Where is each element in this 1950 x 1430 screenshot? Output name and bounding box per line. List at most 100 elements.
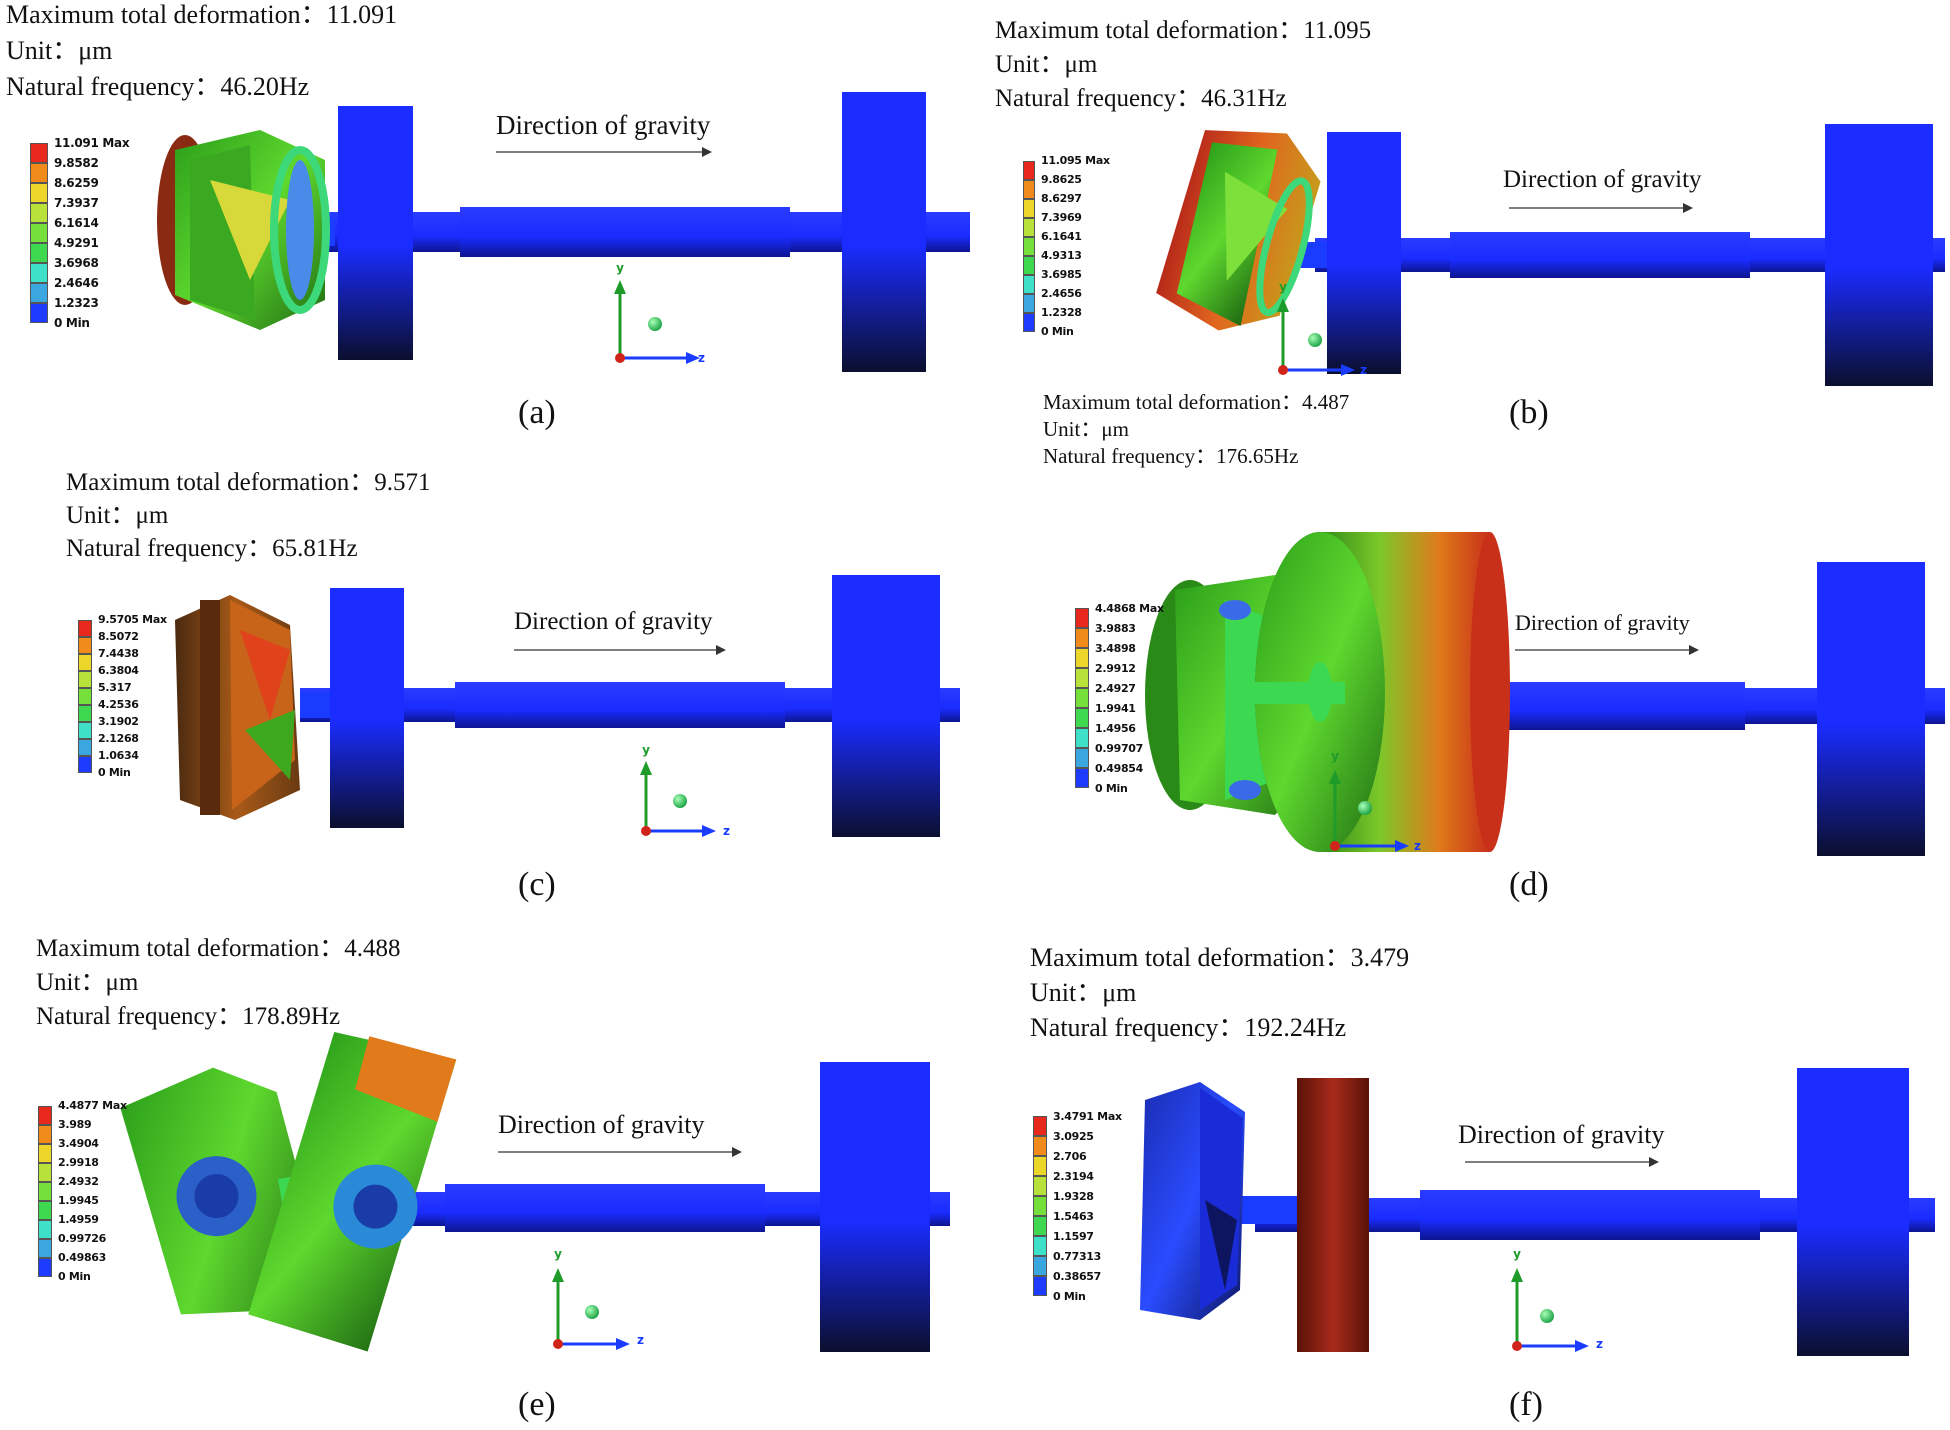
rotor-model-d xyxy=(1145,532,1945,856)
unit: Unit：μm xyxy=(66,502,169,529)
legend-row: 9.8625 xyxy=(1023,173,1110,199)
legend-label: 3.0925 xyxy=(1053,1129,1094,1143)
legend-row: 9.5705 Max xyxy=(78,613,167,637)
legend-label: 0.49854 xyxy=(1095,761,1144,775)
gravity-label: Direction of gravity xyxy=(498,1110,705,1139)
legend-swatch xyxy=(1023,256,1035,275)
shaft-sleeve xyxy=(455,682,785,728)
legend-label: 1.1597 xyxy=(1053,1229,1094,1243)
legend-label: 3.4791 Max xyxy=(1053,1109,1122,1123)
legend-row: 6.3804 xyxy=(78,664,167,688)
natural-frequency: Natural frequency：46.20Hz xyxy=(6,72,310,101)
gravity-arrow xyxy=(1515,645,1699,655)
panel-c: Maximum total deformation：9.571 Unit：μm … xyxy=(0,460,975,936)
panel-e: Maximum total deformation：4.488 Unit：μm … xyxy=(0,936,975,1423)
legend-row: 3.1902 xyxy=(78,715,167,739)
panel-d: Maximum total deformation：4.487 Unit：μm … xyxy=(975,392,1950,936)
legend-swatch xyxy=(1075,768,1089,788)
rotor-model-b xyxy=(1156,124,1945,386)
impeller xyxy=(1140,1082,1245,1320)
legend-row: 3.4904 xyxy=(38,1137,127,1163)
legend-swatch xyxy=(1033,1156,1047,1176)
legend-label: 9.8582 xyxy=(54,156,99,170)
panel-f: Maximum total deformation：3.479 Unit：μm … xyxy=(975,940,1950,1423)
legend-swatch xyxy=(78,654,92,671)
legend-swatch xyxy=(1075,648,1089,668)
legend-label: 6.3804 xyxy=(98,664,139,677)
legend-row: 0 Min xyxy=(30,316,129,343)
legend-row: 6.1641 xyxy=(1023,230,1110,256)
legend-swatch xyxy=(1033,1176,1047,1196)
legend-swatch xyxy=(1075,688,1089,708)
balance-wheel xyxy=(1297,1078,1369,1352)
legend-label: 0 Min xyxy=(1095,781,1128,795)
gravity-arrow xyxy=(514,645,726,655)
legend-swatch xyxy=(78,637,92,654)
legend-swatch xyxy=(78,620,92,637)
panel-a: Maximum total deformation：11.091 Unit：μm… xyxy=(0,0,975,476)
legend-label: 1.9328 xyxy=(1053,1189,1094,1203)
legend-label: 0.38657 xyxy=(1053,1269,1102,1283)
legend-row: 8.6297 xyxy=(1023,192,1110,218)
unit: Unit：μm xyxy=(6,36,113,65)
legend-row: 4.2536 xyxy=(78,698,167,722)
legend-swatch xyxy=(1033,1196,1047,1216)
legend-row: 8.5072 xyxy=(78,630,167,654)
result-info: Maximum total deformation：3.479 Unit：μm … xyxy=(1030,945,1409,1041)
z-axis-label: z xyxy=(1414,839,1421,853)
legend-swatch xyxy=(30,163,48,183)
legend-swatch xyxy=(30,223,48,243)
rotor-model-c xyxy=(175,575,960,837)
legend-label: 3.4904 xyxy=(58,1137,99,1150)
y-axis-label: y xyxy=(554,1247,562,1261)
legend-label: 2.4932 xyxy=(58,1175,99,1188)
legend-swatch xyxy=(38,1163,52,1182)
hub xyxy=(1240,1196,1300,1224)
caption: (c) xyxy=(518,866,556,903)
legend-swatch xyxy=(38,1220,52,1239)
legend-label: 2.4656 xyxy=(1041,287,1082,300)
bearing-disk-left xyxy=(330,588,404,828)
gravity-ball xyxy=(673,794,687,808)
legend-row: 1.2328 xyxy=(1023,306,1110,332)
gravity-ball xyxy=(1540,1309,1554,1323)
gravity-arrow xyxy=(496,147,712,157)
result-info: Maximum total deformation：11.091 Unit：μm… xyxy=(6,2,397,100)
bearing-disk-right xyxy=(832,575,940,837)
legend-label: 0 Min xyxy=(54,316,90,330)
legend-label: 6.1614 xyxy=(54,216,99,230)
legend-row: 7.3969 xyxy=(1023,211,1110,237)
unit: Unit：μm xyxy=(1030,978,1137,1007)
legend-swatch xyxy=(30,263,48,283)
legend-row: 0 Min xyxy=(78,766,167,790)
legend-row: 6.1614 xyxy=(30,216,129,243)
legend-label: 0 Min xyxy=(58,1270,91,1283)
gravity-arrow xyxy=(1465,1157,1659,1167)
caption: (a) xyxy=(518,394,556,431)
gravity-label: Direction of gravity xyxy=(496,110,711,140)
legend-row: 0 Min xyxy=(1033,1290,1122,1316)
z-axis-label: z xyxy=(1360,363,1367,377)
natural-frequency: Natural frequency：65.81Hz xyxy=(66,535,358,562)
max-deformation: Maximum total deformation：11.095 xyxy=(995,17,1372,44)
legend-label: 5.317 xyxy=(98,681,132,694)
legend-label: 2.706 xyxy=(1053,1149,1087,1163)
legend-row: 11.095 Max xyxy=(1023,154,1110,180)
legend-row: 3.4898 xyxy=(1075,642,1164,668)
legend-row: 1.4959 xyxy=(38,1213,127,1239)
legend-row: 2.9918 xyxy=(38,1156,127,1182)
legend-swatch xyxy=(38,1277,52,1296)
axis-triad: y z xyxy=(614,262,705,365)
legend-swatch xyxy=(1075,748,1089,768)
legend-label: 3.989 xyxy=(58,1118,92,1131)
z-axis-label: z xyxy=(637,1333,644,1347)
legend-swatch xyxy=(1033,1276,1047,1296)
impeller xyxy=(1156,130,1321,331)
legend-label: 0.99707 xyxy=(1095,741,1144,755)
gravity-label: Direction of gravity xyxy=(1503,166,1702,193)
legend-swatch xyxy=(1075,788,1089,808)
legend-row: 4.9291 xyxy=(30,236,129,263)
legend-label: 11.095 Max xyxy=(1041,154,1110,167)
